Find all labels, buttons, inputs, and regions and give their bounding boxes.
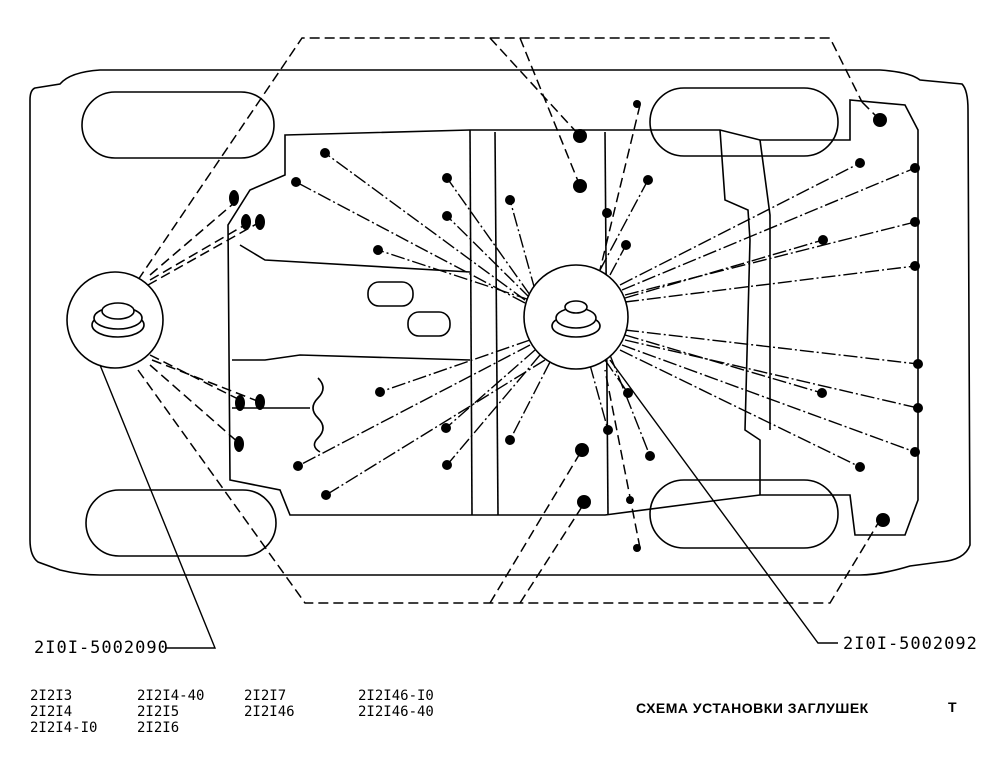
model-code: 2I2I5 — [137, 704, 180, 720]
model-code: 2I2I46 — [244, 704, 295, 720]
wheel-arch-rear-right — [649, 479, 839, 549]
model-code: 2I2I46-I0 — [358, 688, 434, 704]
model-code: 2I2I4 — [30, 704, 73, 720]
callout-left-part-number: 2I0I-5002090 — [34, 638, 169, 658]
front-linkage — [312, 377, 324, 453]
model-code: 2I2I4-I0 — [30, 720, 98, 736]
diagram-title: СХЕМА УСТАНОВКИ ЗАГЛУШЕК — [636, 700, 869, 716]
model-list-col2: 2I2I4-40 2I2I5 2I2I6 — [137, 688, 204, 736]
plug-right — [523, 264, 629, 370]
model-code: 2I2I46-40 — [358, 704, 434, 720]
model-code: 2I2I4-40 — [137, 688, 205, 704]
tunnel-left — [494, 131, 499, 516]
model-code: 2I2I7 — [244, 688, 287, 704]
sheet-letter: Т — [948, 699, 957, 715]
callout-right-part-number: 2I0I-5002092 — [843, 634, 978, 654]
wheel-arch-front-left — [81, 91, 275, 159]
plug-left — [66, 271, 164, 369]
floor-pan-outline — [227, 99, 919, 536]
dashed-outline — [137, 37, 881, 281]
leader-left — [99, 364, 217, 649]
front-panel-line-2 — [232, 354, 471, 361]
model-list-col1: 2I2I3 2I2I4 2I2I4-I0 — [30, 688, 97, 736]
wheel-arch-rear-left — [649, 87, 839, 157]
wheel-arch-front-right — [85, 489, 277, 557]
rear-step-upper — [719, 129, 761, 495]
floor-opening-2 — [407, 311, 451, 337]
rear-step-lower — [759, 139, 771, 430]
front-panel-line — [239, 244, 471, 273]
model-code: 2I2I3 — [30, 688, 73, 704]
leader-right — [609, 359, 838, 644]
model-list-col3: 2I2I7 2I2I46 — [244, 688, 295, 720]
tunnel-mid — [469, 129, 473, 516]
floor-opening-1 — [367, 281, 414, 307]
plug-markers — [229, 100, 923, 552]
body-outline — [29, 69, 971, 576]
model-list-col4: 2I2I46-I0 2I2I46-40 — [358, 688, 434, 720]
model-code: 2I2I6 — [137, 720, 180, 736]
